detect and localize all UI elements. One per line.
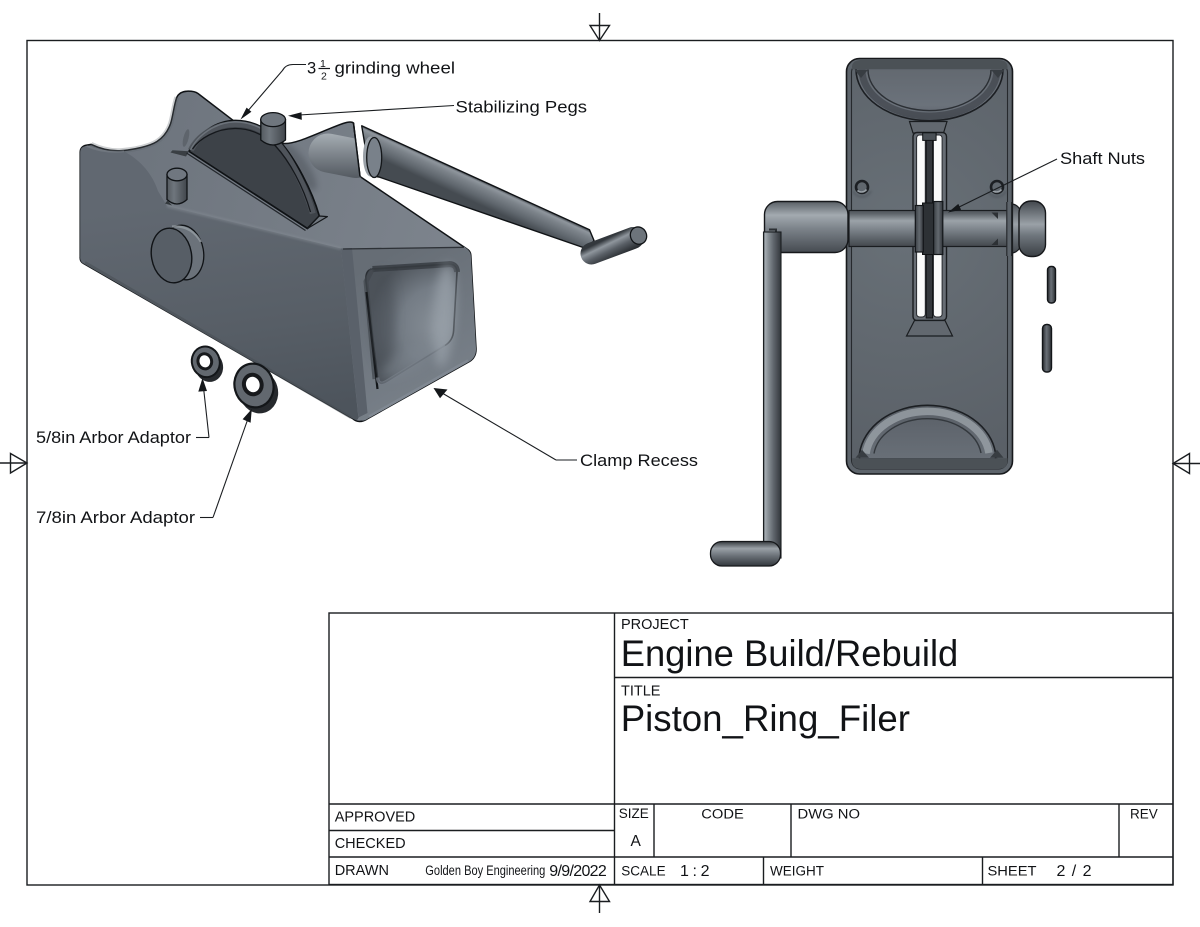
svg-text:SHEET: SHEET: [988, 864, 1037, 879]
svg-text:Engine Build/Rebuild: Engine Build/Rebuild: [621, 632, 959, 674]
svg-text:CODE: CODE: [701, 807, 744, 822]
svg-text:A: A: [631, 833, 642, 850]
svg-text:Shaft Nuts: Shaft Nuts: [1060, 150, 1145, 168]
svg-text:1: 1: [320, 58, 326, 70]
svg-text:Golden Boy Engineering: Golden Boy Engineering: [425, 863, 545, 878]
svg-text:7/8in Arbor Adaptor: 7/8in Arbor Adaptor: [36, 509, 196, 527]
svg-text:CHECKED: CHECKED: [335, 836, 406, 852]
svg-text:Clamp Recess: Clamp Recess: [580, 452, 698, 470]
svg-text:9/9/2022: 9/9/2022: [549, 863, 607, 880]
svg-text:TITLE: TITLE: [621, 684, 661, 700]
svg-text:3: 3: [307, 60, 316, 78]
svg-text:DWG NO: DWG NO: [798, 807, 861, 822]
svg-text:Piston_Ring_Filer: Piston_Ring_Filer: [621, 697, 910, 739]
svg-text:PROJECT: PROJECT: [621, 617, 689, 633]
svg-text:WEIGHT: WEIGHT: [770, 864, 824, 879]
svg-text:DRAWN: DRAWN: [335, 863, 389, 879]
svg-text:SIZE: SIZE: [619, 806, 649, 821]
svg-text:APPROVED: APPROVED: [335, 810, 416, 826]
svg-text:REV: REV: [1130, 807, 1158, 822]
svg-text:grinding wheel: grinding wheel: [335, 60, 456, 78]
svg-text:1:2: 1:2: [680, 863, 710, 880]
svg-text:5/8in Arbor Adaptor: 5/8in Arbor Adaptor: [36, 429, 192, 447]
svg-text:2/2: 2/2: [1057, 863, 1092, 880]
svg-text:2: 2: [321, 71, 327, 83]
svg-text:Stabilizing Pegs: Stabilizing Pegs: [456, 99, 588, 117]
svg-text:SCALE: SCALE: [621, 864, 665, 879]
